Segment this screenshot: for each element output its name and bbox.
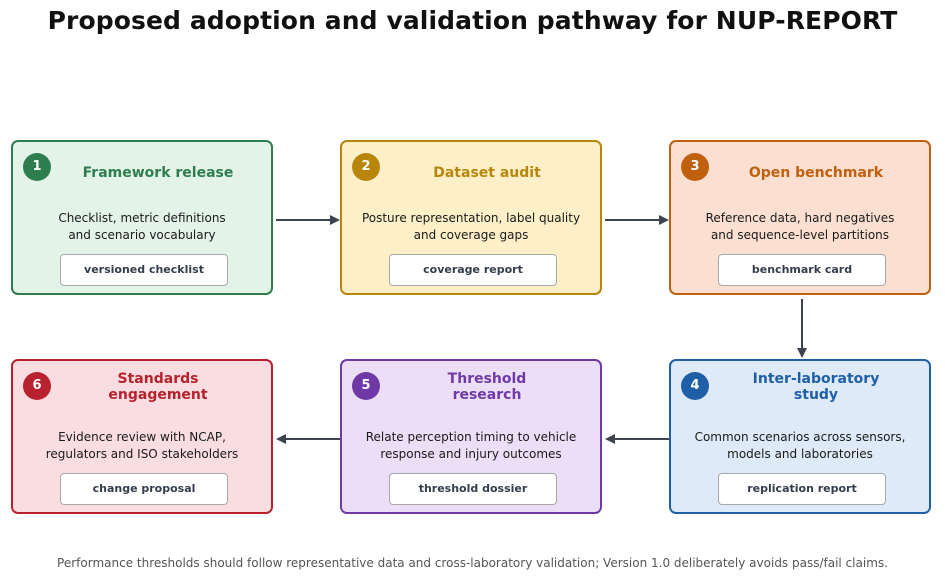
output-button-change-proposal[interactable]: change proposal	[60, 473, 228, 505]
step-description: Evidence review with NCAP, regulators an…	[45, 430, 239, 461]
step-number-badge: 5	[352, 372, 380, 400]
step-description: Common scenarios across sensors, models …	[694, 430, 906, 461]
step-card-standards-engagement: 6 Standards engagement Evidence review w…	[11, 359, 273, 514]
step-title: Inter-laboratory study	[752, 371, 880, 403]
step-title: Framework release	[82, 165, 234, 181]
page-title: Proposed adoption and validation pathway…	[47, 6, 898, 35]
step-number-badge: 3	[681, 153, 709, 181]
step-title: Threshold research	[447, 371, 527, 403]
output-button-coverage-report[interactable]: coverage report	[389, 254, 557, 286]
step-card-threshold-research: 5 Threshold research Relate perception t…	[340, 359, 602, 514]
step-number-badge: 4	[681, 372, 709, 400]
output-button-threshold-dossier[interactable]: threshold dossier	[389, 473, 557, 505]
step-number-badge: 1	[23, 153, 51, 181]
step-card-framework-release: 1 Framework release Checklist, metric de…	[11, 140, 273, 295]
step-title: Standards engagement	[108, 371, 208, 403]
step-card-open-benchmark: 3 Open benchmark Reference data, hard ne…	[669, 140, 931, 295]
footnote: Performance thresholds should follow rep…	[57, 556, 888, 570]
step-description: Reference data, hard negatives and seque…	[705, 211, 895, 242]
step-description: Checklist, metric definitions and scenar…	[58, 211, 226, 242]
output-button-benchmark-card[interactable]: benchmark card	[718, 254, 886, 286]
step-title: Open benchmark	[748, 165, 884, 181]
step-description: Posture representation, label quality an…	[361, 211, 581, 242]
step-number-badge: 6	[23, 372, 51, 400]
step-card-dataset-audit: 2 Dataset audit Posture representation, …	[340, 140, 602, 295]
step-number-badge: 2	[352, 153, 380, 181]
output-button-replication-report[interactable]: replication report	[718, 473, 886, 505]
step-card-inter-laboratory-study: 4 Inter-laboratory study Common scenario…	[669, 359, 931, 514]
output-button-versioned-checklist[interactable]: versioned checklist	[60, 254, 228, 286]
step-description: Relate perception timing to vehicle resp…	[365, 430, 577, 461]
step-title: Dataset audit	[433, 165, 541, 181]
